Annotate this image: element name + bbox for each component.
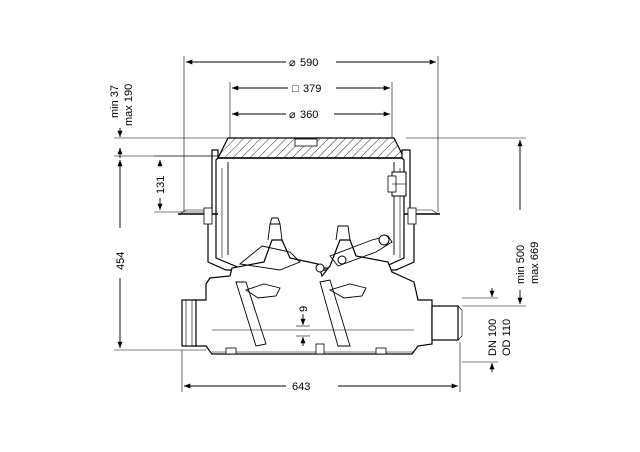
dimension-labels: ⌀ 590 □ 379 ⌀ 360 min 37 max 190 131 454…: [109, 57, 541, 393]
total-height-max-label: max 669: [529, 242, 541, 284]
pipe-od-label: OD 110: [501, 319, 513, 356]
drain-body: [178, 137, 463, 355]
offset-label: 9: [298, 306, 310, 312]
total-height-min-label: min 500: [515, 245, 527, 284]
trap-housing: [193, 239, 433, 355]
overall-length-label: 643: [292, 381, 310, 393]
frame-collar: [207, 149, 415, 271]
pipe-dn-label: DN 100: [487, 319, 499, 356]
square-symbol: □: [292, 83, 299, 95]
dimension-lines: [114, 56, 526, 392]
adjust-height-max-label: max 190: [123, 84, 135, 126]
outer-diameter-label: 590: [300, 57, 318, 69]
body-height-label: 454: [115, 252, 127, 270]
diameter-symbol-2: ⌀: [289, 109, 296, 121]
square-frame-label: 379: [303, 83, 321, 95]
collar-height-label: 131: [155, 176, 167, 194]
inner-diameter-label: 360: [300, 109, 318, 121]
diameter-symbol: ⌀: [289, 57, 296, 69]
adjust-height-min-label: min 37: [109, 85, 121, 118]
